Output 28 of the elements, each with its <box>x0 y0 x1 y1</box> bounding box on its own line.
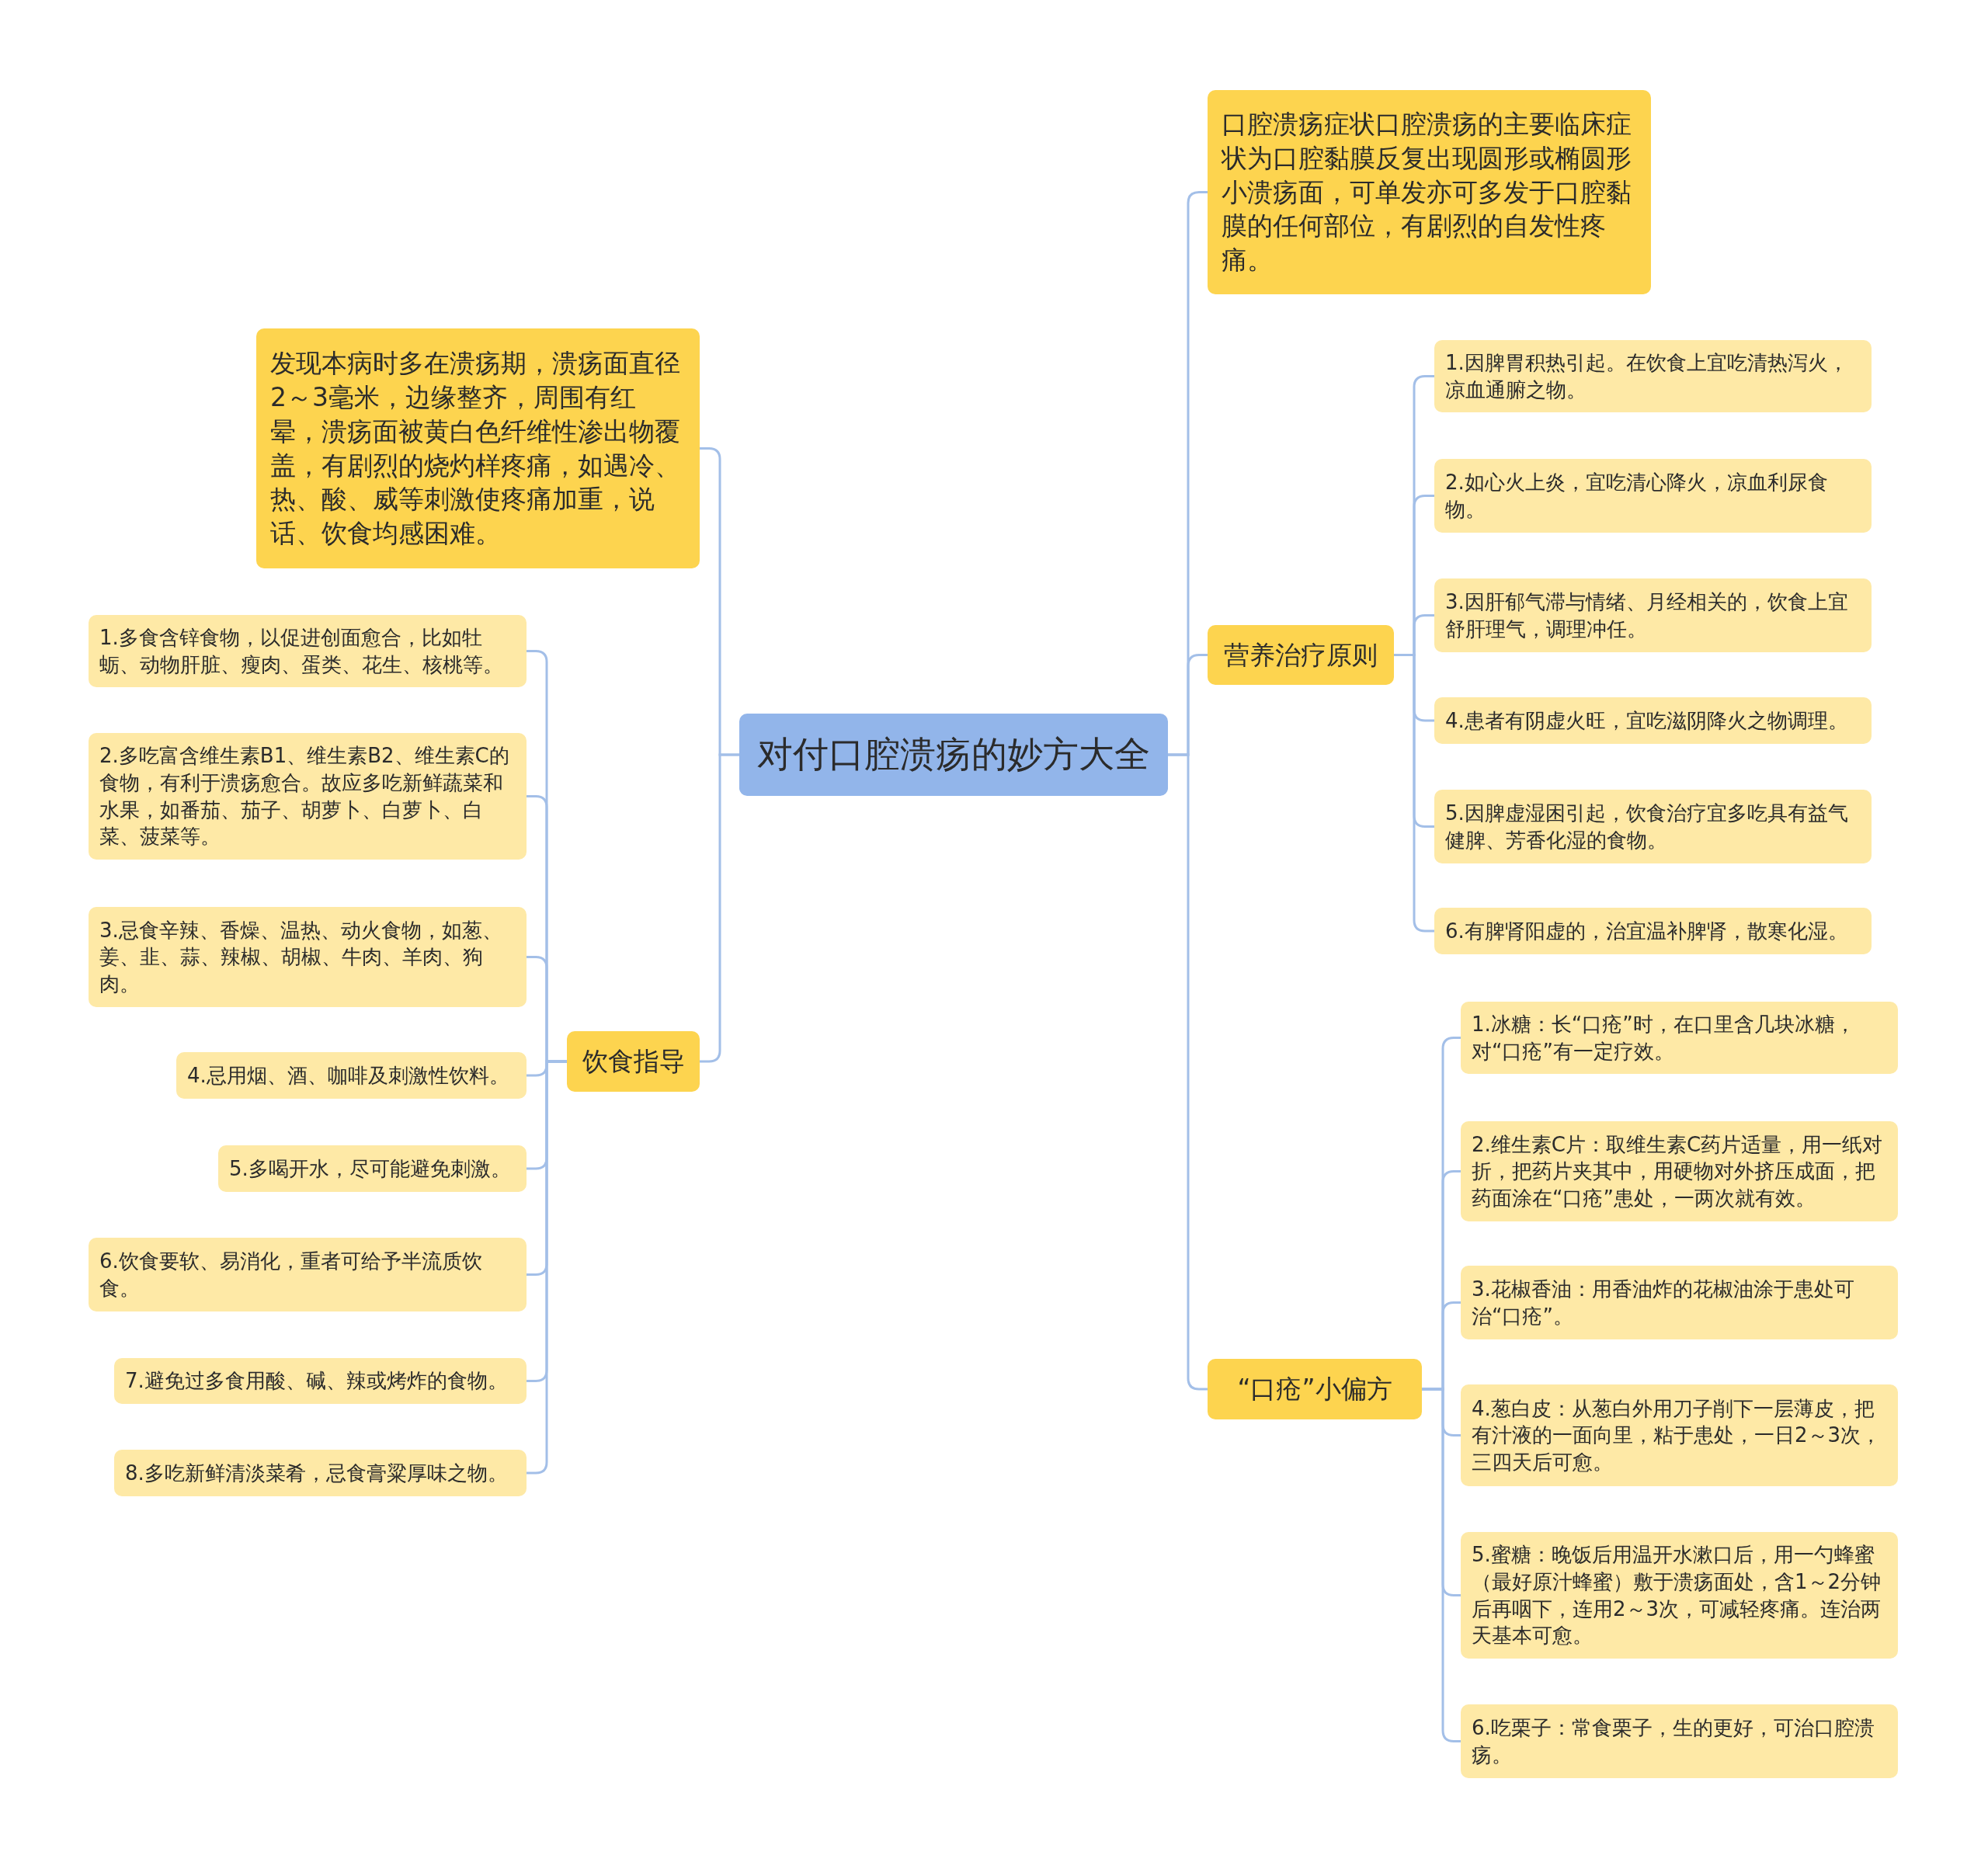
note-box: 5.蜜糖：晚饭后用温开水漱口后，用一勺蜂蜜（最好原汁蜂蜜）敷于溃疡面处，含1～2分钟后再咽下，连用2～3次，可减轻疼痛。连治两天基本可愈。 <box>1461 1532 1898 1659</box>
note-box: 3.花椒香油：用香油炸的花椒油涂于患处可治“口疮”。 <box>1461 1266 1898 1339</box>
note-box: 7.避免过多食用酸、碱、辣或烤炸的食物。 <box>114 1358 527 1404</box>
note-box: 4.葱白皮：从葱白外用刀子削下一层薄皮，把有汁液的一面向里，粘于患处，一日2～3次，三四天后可愈。 <box>1461 1384 1898 1486</box>
branch-box: 饮食指导 <box>567 1031 700 1092</box>
central-topic-box: 对付口腔溃疡的妙方大全 <box>739 714 1168 796</box>
branch-box: “口疮”小偏方 <box>1208 1359 1422 1419</box>
note-box: 2.多吃富含维生素B1、维生素B2、维生素C的食物，有利于溃疡愈合。故应多吃新鲜蔬菜和水果，如番茄、茄子、胡萝卜、白萝卜、白菜、菠菜等。 <box>89 733 527 860</box>
note-box: 1.冰糖：长“口疮”时，在口里含几块冰糖，对“口疮”有一定疗效。 <box>1461 1002 1898 1074</box>
note-box: 1.多食含锌食物，以促进创面愈合，比如牡蛎、动物肝脏、瘦肉、蛋类、花生、核桃等。 <box>89 615 527 687</box>
note-box: 6.饮食要软、易消化，重者可给予半流质饮食。 <box>89 1238 527 1311</box>
note-box: 6.有脾肾阳虚的，治宜温补脾肾，散寒化湿。 <box>1434 908 1872 954</box>
topic-box: 口腔溃疡症状口腔溃疡的主要临床症状为口腔黏膜反复出现圆形或椭圆形小溃疡面，可单发亦可多发于口腔黏膜的任何部位，有剧烈的自发性疼痛。 <box>1208 90 1651 294</box>
note-box: 4.忌用烟、酒、咖啡及刺激性饮料。 <box>176 1052 527 1099</box>
note-box: 1.因脾胃积热引起。在饮食上宜吃清热泻火，凉血通腑之物。 <box>1434 340 1872 412</box>
note-box: 4.患者有阴虚火旺，宜吃滋阴降火之物调理。 <box>1434 697 1872 744</box>
connector-line <box>1168 753 1208 1391</box>
topic-box: 发现本病时多在溃疡期，溃疡面直径2～3毫米，边缘整齐，周围有红晕，溃疡面被黄白色纤维性渗出物覆盖，有剧烈的烧灼样疼痛，如遇冷、热、酸、威等刺激使疼痛加重，说话、饮食均感困难。 <box>256 328 700 568</box>
branch-box: 营养治疗原则 <box>1208 625 1394 685</box>
note-box: 5.因脾虚湿困引起，饮食治疗宜多吃具有益气健脾、芳香化湿的食物。 <box>1434 790 1872 863</box>
note-box: 2.如心火上炎，宜吃清心降火，凉血利尿食物。 <box>1434 459 1872 533</box>
note-box: 6.吃栗子：常食栗子，生的更好，可治口腔溃疡。 <box>1461 1704 1898 1778</box>
note-box: 3.忌食辛辣、香燥、温热、动火食物，如葱、姜、韭、蒜、辣椒、胡椒、牛肉、羊肉、狗肉。 <box>89 907 527 1007</box>
note-box: 8.多吃新鲜清淡菜肴，忌食膏粱厚味之物。 <box>114 1450 527 1496</box>
note-box: 3.因肝郁气滞与情绪、月经相关的，饮食上宜舒肝理气，调理冲任。 <box>1434 578 1872 652</box>
note-box: 2.维生素C片：取维生素C药片适量，用一纸对折，把药片夹其中，用硬物对外挤压成面，把药面涂在“口疮”患处，一两次就有效。 <box>1461 1121 1898 1221</box>
connector-line <box>1422 1388 1461 1742</box>
note-box: 5.多喝开水，尽可能避免刺激。 <box>218 1145 527 1192</box>
